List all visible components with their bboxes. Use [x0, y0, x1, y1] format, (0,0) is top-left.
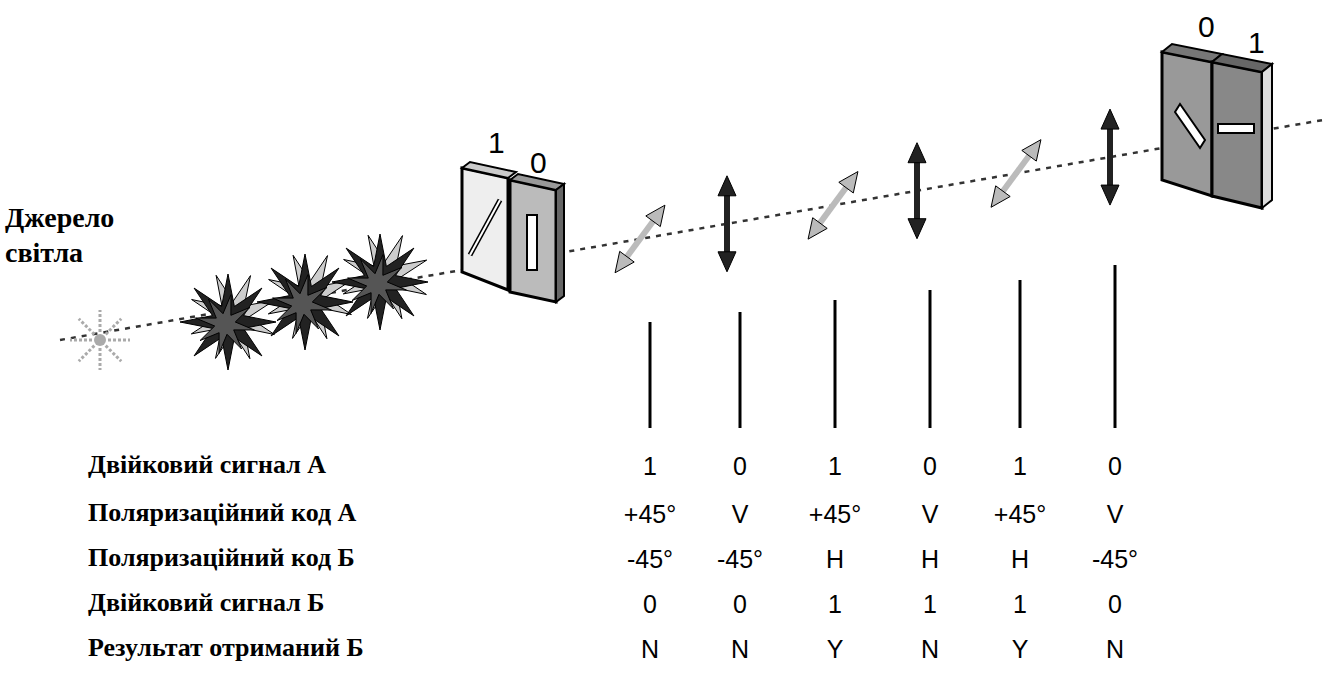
- unpolarized-light: [180, 234, 428, 370]
- stroke: [615, 251, 634, 272]
- source-label: Джерело світла: [5, 200, 155, 270]
- row-header: Поляризаційний код А: [88, 500, 356, 526]
- stroke: [257, 254, 353, 350]
- stroke: [816, 183, 849, 228]
- stroke: [99, 348, 102, 370]
- table-cell: +45°: [809, 502, 861, 527]
- table-cell: +45°: [624, 502, 676, 527]
- table-cell: N: [641, 637, 659, 662]
- row-header: Результат отриманий Б: [88, 635, 364, 661]
- stroke: [739, 312, 742, 428]
- stroke: [196, 295, 255, 354]
- stroke: [99, 310, 102, 332]
- polarizer-a: [462, 162, 564, 302]
- table-cell: V: [732, 502, 749, 527]
- table-cell: -45°: [717, 547, 763, 572]
- stroke: [908, 219, 926, 239]
- table-cell: 0: [1108, 592, 1122, 617]
- table-cell: 1: [923, 592, 937, 617]
- table-cell: V: [922, 502, 939, 527]
- stroke: [1101, 185, 1119, 205]
- stroke: [1101, 109, 1119, 129]
- table-cell: 1: [643, 454, 657, 479]
- stroke: [180, 274, 276, 370]
- filter-bit: 1: [1248, 28, 1265, 58]
- filter-bit: 1: [488, 128, 505, 158]
- table-cell: -45°: [627, 547, 673, 572]
- filter-bit: 0: [530, 148, 547, 178]
- stroke: [646, 205, 665, 226]
- table-cell: 0: [733, 592, 747, 617]
- table-cell: +45°: [994, 502, 1046, 527]
- table-cell: H: [921, 547, 939, 572]
- stroke: [79, 346, 95, 362]
- stroke: [908, 143, 926, 163]
- stroke: [839, 172, 858, 193]
- table-cell: 1: [828, 454, 842, 479]
- polarizer-b: [1162, 44, 1272, 208]
- light-source: [70, 310, 130, 370]
- table-cell: -45°: [1092, 547, 1138, 572]
- table-cell: H: [1011, 547, 1029, 572]
- table-cell: 0: [1108, 454, 1122, 479]
- table-cell: Y: [827, 637, 844, 662]
- stroke: [724, 190, 730, 258]
- stroke: [106, 319, 122, 335]
- stroke: [79, 319, 95, 335]
- table-cell: Y: [1012, 637, 1029, 662]
- stroke: [929, 290, 932, 428]
- stroke: [70, 339, 92, 342]
- stroke: [1114, 265, 1117, 428]
- stroke: [1107, 123, 1113, 191]
- stroke: [623, 216, 656, 261]
- stroke: [332, 234, 428, 330]
- polarized-photons: [615, 109, 1119, 273]
- row-header: Двійковий сигнал А: [88, 452, 326, 478]
- stroke: [914, 157, 920, 225]
- stroke: [108, 339, 130, 342]
- stroke: [718, 252, 736, 272]
- stroke: [348, 255, 407, 314]
- column-lines: [650, 265, 1115, 428]
- table-cell: 0: [733, 454, 747, 479]
- table-cell: 1: [828, 592, 842, 617]
- filter-bit: 0: [1198, 12, 1215, 42]
- stroke: [94, 334, 106, 346]
- table-cell: N: [921, 637, 939, 662]
- table-cell: 1: [1013, 592, 1027, 617]
- stroke: [273, 275, 332, 334]
- table-cell: H: [826, 547, 844, 572]
- table-cell: 0: [923, 454, 937, 479]
- table-cell: 1: [1013, 454, 1027, 479]
- stroke: [1022, 140, 1041, 161]
- table-cell: 0: [643, 592, 657, 617]
- stroke: [834, 300, 837, 428]
- table-cell: N: [731, 637, 749, 662]
- row-header: Поляризаційний код Б: [88, 545, 355, 571]
- stroke: [991, 186, 1010, 207]
- stroke: [999, 151, 1032, 196]
- stroke: [1019, 280, 1022, 428]
- table-cell: N: [1106, 637, 1124, 662]
- row-header: Двійковий сигнал Б: [88, 590, 324, 616]
- stroke: [808, 218, 827, 239]
- stroke: [649, 322, 652, 428]
- table-cell: V: [1107, 502, 1124, 527]
- stroke: [718, 176, 736, 196]
- stroke: [106, 346, 122, 362]
